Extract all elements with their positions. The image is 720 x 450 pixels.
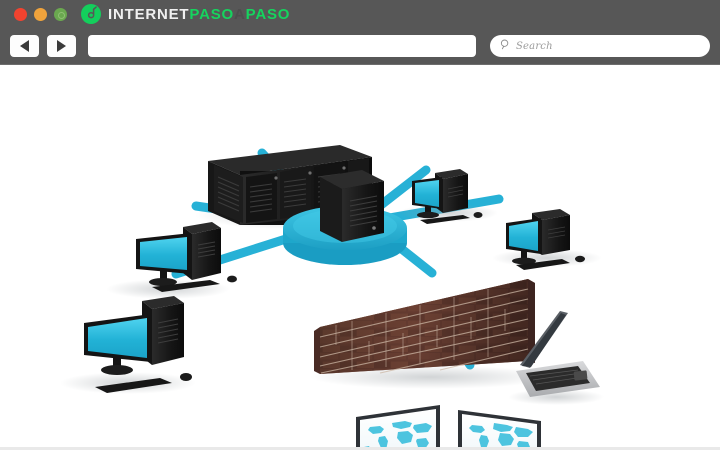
- network-diagram-illustration: [0, 65, 720, 447]
- desktop-right-lower: [492, 209, 602, 270]
- back-button[interactable]: [10, 35, 39, 57]
- title-bar: INTERNETPASOAPASO: [0, 0, 720, 28]
- maximize-button-icon[interactable]: [54, 7, 67, 21]
- at-pin-circle-icon: [81, 4, 101, 24]
- magnifier-icon: [500, 37, 511, 55]
- firewall-brick-wall: [310, 279, 550, 389]
- forward-arrow-icon: [57, 40, 66, 52]
- search-placeholder-label: Search: [516, 40, 553, 52]
- back-arrow-icon: [20, 40, 29, 52]
- window-controls: [14, 7, 67, 21]
- brand-part-paso-1: PASO: [189, 5, 235, 23]
- search-box[interactable]: Search: [490, 35, 710, 57]
- brand-part-paso-2: PASO: [245, 5, 291, 23]
- close-button-icon[interactable]: [14, 7, 27, 21]
- laptop-bottom-right: [458, 410, 541, 447]
- brand-part-a: A: [234, 5, 246, 23]
- forward-button[interactable]: [47, 35, 76, 57]
- brand-logo[interactable]: INTERNETPASOAPASO: [81, 4, 290, 24]
- browser-toolbar: Search: [0, 28, 720, 65]
- brand-part-internet: INTERNET: [108, 5, 190, 23]
- desktop-left-lower: [60, 296, 196, 394]
- central-server: [320, 170, 384, 242]
- desktop-left-upper: [106, 222, 237, 299]
- brand-wordmark: INTERNETPASOAPASO: [108, 7, 290, 22]
- laptop-right: [508, 311, 604, 405]
- desktop-right-upper: [398, 169, 498, 224]
- page-content: [0, 65, 720, 447]
- minimize-button-icon[interactable]: [34, 7, 47, 21]
- address-bar[interactable]: [88, 35, 476, 57]
- laptop-bottom-left: [356, 405, 440, 447]
